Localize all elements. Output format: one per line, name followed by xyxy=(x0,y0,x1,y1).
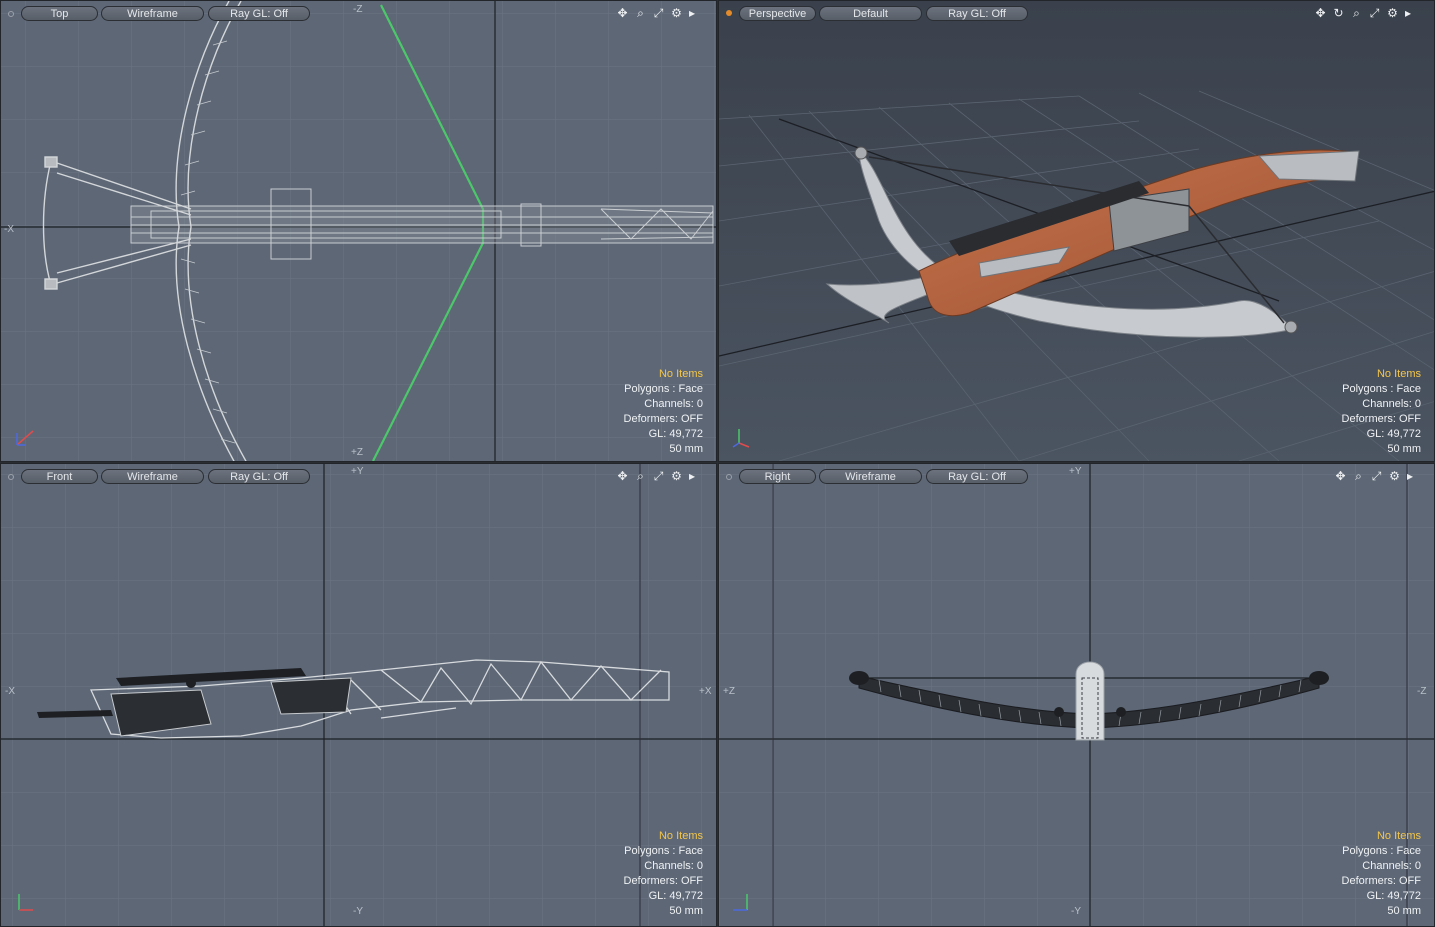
viewport-perspective-toolbar: Perspective Default Ray GL: Off ✥ ↻ ⌕ ⤢ … xyxy=(719,1,1434,25)
grid-scale: 50 mm xyxy=(669,443,703,455)
zoom-view-icon[interactable]: ⌕ xyxy=(637,469,644,483)
viewport-info: No Items Polygons : Face Channels: 0 Def… xyxy=(1342,367,1421,457)
axis-label-top: +Y xyxy=(1069,466,1082,477)
axis-gizmo-icon xyxy=(18,894,33,911)
deformers-status: Deformers: OFF xyxy=(1341,875,1421,887)
axis-gizmo-icon xyxy=(732,429,750,448)
axis-label-left: +Z xyxy=(723,686,735,697)
ray-gl-button[interactable]: Ray GL: Off xyxy=(926,469,1028,484)
grid-scale: 50 mm xyxy=(1387,905,1421,917)
viewport-menu-dot[interactable] xyxy=(8,474,14,480)
gear-icon[interactable]: ⚙ xyxy=(671,6,682,20)
channels-count: Channels: 0 xyxy=(1362,860,1421,872)
viewport-top-toolbar: Top Wireframe Ray GL: Off ✥ ⌕ ⤢ ⚙ ▸ xyxy=(1,1,716,25)
gear-icon[interactable]: ⚙ xyxy=(1387,6,1398,20)
gl-polycount: GL: 49,772 xyxy=(1366,428,1421,440)
viewport-info: No Items Polygons : Face Channels: 0 Def… xyxy=(624,367,703,457)
axis-label-bottom: -Y xyxy=(353,906,363,917)
maximize-view-icon[interactable]: ⤢ xyxy=(653,6,664,20)
shading-mode-button[interactable]: Wireframe xyxy=(101,6,204,21)
more-arrow-icon[interactable]: ▸ xyxy=(1406,469,1414,483)
selection-mode: Polygons : Face xyxy=(1342,845,1421,857)
selection-mode: Polygons : Face xyxy=(624,383,703,395)
deformers-status: Deformers: OFF xyxy=(623,413,703,425)
viewport-menu-dot[interactable] xyxy=(726,474,732,480)
orbit-view-icon[interactable]: ↻ xyxy=(1333,6,1344,20)
viewport-right[interactable]: Right Wireframe Ray GL: Off ✥ ⌕ ⤢ ⚙ ▸ +Y… xyxy=(718,463,1435,927)
viewport-menu-dot[interactable] xyxy=(726,10,732,16)
axis-gizmo-icon xyxy=(733,894,748,911)
channels-count: Channels: 0 xyxy=(644,398,703,410)
viewport-front[interactable]: Front Wireframe Ray GL: Off ✥ ⌕ ⤢ ⚙ ▸ +Y… xyxy=(0,463,717,927)
selection-status: No Items xyxy=(1376,830,1421,842)
viewport-perspective[interactable]: Perspective Default Ray GL: Off ✥ ↻ ⌕ ⤢ … xyxy=(718,0,1435,462)
ray-gl-button[interactable]: Ray GL: Off xyxy=(208,469,310,484)
axis-label-right: -Z xyxy=(1417,686,1427,697)
channels-count: Channels: 0 xyxy=(1362,398,1421,410)
axis-label-top: -Z xyxy=(353,4,363,15)
grid-scale: 50 mm xyxy=(669,905,703,917)
axis-label-left: -X xyxy=(5,686,15,697)
deformers-status: Deformers: OFF xyxy=(623,875,703,887)
selection-mode: Polygons : Face xyxy=(1342,383,1421,395)
gear-icon[interactable]: ⚙ xyxy=(671,469,682,483)
viewport-info: No Items Polygons : Face Channels: 0 Def… xyxy=(1342,829,1421,919)
gl-polycount: GL: 49,772 xyxy=(648,890,703,902)
selection-status: No Items xyxy=(658,368,703,380)
grid-scale: 50 mm xyxy=(1387,443,1421,455)
view-type-button[interactable]: Right xyxy=(739,469,816,484)
more-arrow-icon[interactable]: ▸ xyxy=(688,6,696,20)
view-type-button[interactable]: Front xyxy=(21,469,98,484)
maximize-view-icon[interactable]: ⤢ xyxy=(653,469,664,483)
viewport-top[interactable]: Top Wireframe Ray GL: Off ✥ ⌕ ⤢ ⚙ ▸ -Z +… xyxy=(0,0,717,462)
shading-mode-button[interactable]: Wireframe xyxy=(819,469,922,484)
viewport-right-toolbar: Right Wireframe Ray GL: Off ✥ ⌕ ⤢ ⚙ ▸ xyxy=(719,464,1434,488)
move-view-icon[interactable]: ✥ xyxy=(617,469,628,483)
viewport-front-canvas[interactable] xyxy=(1,464,717,927)
move-view-icon[interactable]: ✥ xyxy=(617,6,628,20)
deformers-status: Deformers: OFF xyxy=(1341,413,1421,425)
gl-polycount: GL: 49,772 xyxy=(1366,890,1421,902)
more-arrow-icon[interactable]: ▸ xyxy=(688,469,696,483)
channels-count: Channels: 0 xyxy=(644,860,703,872)
axis-label-bottom: -Y xyxy=(1071,906,1081,917)
shading-mode-button[interactable]: Default xyxy=(819,6,922,21)
viewport-top-canvas[interactable] xyxy=(1,1,717,462)
axis-label-right: +X xyxy=(699,686,712,697)
axis-gizmo-icon xyxy=(16,430,34,446)
ray-gl-button[interactable]: Ray GL: Off xyxy=(926,6,1028,21)
zoom-view-icon[interactable]: ⌕ xyxy=(1353,6,1360,20)
view-type-button[interactable]: Top xyxy=(21,6,98,21)
viewport-menu-dot[interactable] xyxy=(8,11,14,17)
more-arrow-icon[interactable]: ▸ xyxy=(1404,6,1412,20)
move-view-icon[interactable]: ✥ xyxy=(1335,469,1346,483)
maximize-view-icon[interactable]: ⤢ xyxy=(1369,6,1380,20)
axis-label-top: +Y xyxy=(351,466,364,477)
move-view-icon[interactable]: ✥ xyxy=(1315,6,1326,20)
maximize-view-icon[interactable]: ⤢ xyxy=(1371,469,1382,483)
gl-polycount: GL: 49,772 xyxy=(648,428,703,440)
viewport-info: No Items Polygons : Face Channels: 0 Def… xyxy=(624,829,703,919)
selection-status: No Items xyxy=(658,830,703,842)
viewport-front-toolbar: Front Wireframe Ray GL: Off ✥ ⌕ ⤢ ⚙ ▸ xyxy=(1,464,716,488)
ray-gl-button[interactable]: Ray GL: Off xyxy=(208,6,310,21)
view-type-button[interactable]: Perspective xyxy=(739,6,816,21)
viewport-right-canvas[interactable] xyxy=(719,464,1435,927)
selection-mode: Polygons : Face xyxy=(624,845,703,857)
shading-mode-button[interactable]: Wireframe xyxy=(101,469,204,484)
selection-status: No Items xyxy=(1376,368,1421,380)
viewport-perspective-canvas[interactable] xyxy=(719,1,1435,462)
axis-label-left: -X xyxy=(4,224,14,235)
axis-label-bottom: +Z xyxy=(351,447,363,458)
gear-icon[interactable]: ⚙ xyxy=(1389,469,1400,483)
zoom-view-icon[interactable]: ⌕ xyxy=(637,6,644,20)
zoom-view-icon[interactable]: ⌕ xyxy=(1355,469,1362,483)
